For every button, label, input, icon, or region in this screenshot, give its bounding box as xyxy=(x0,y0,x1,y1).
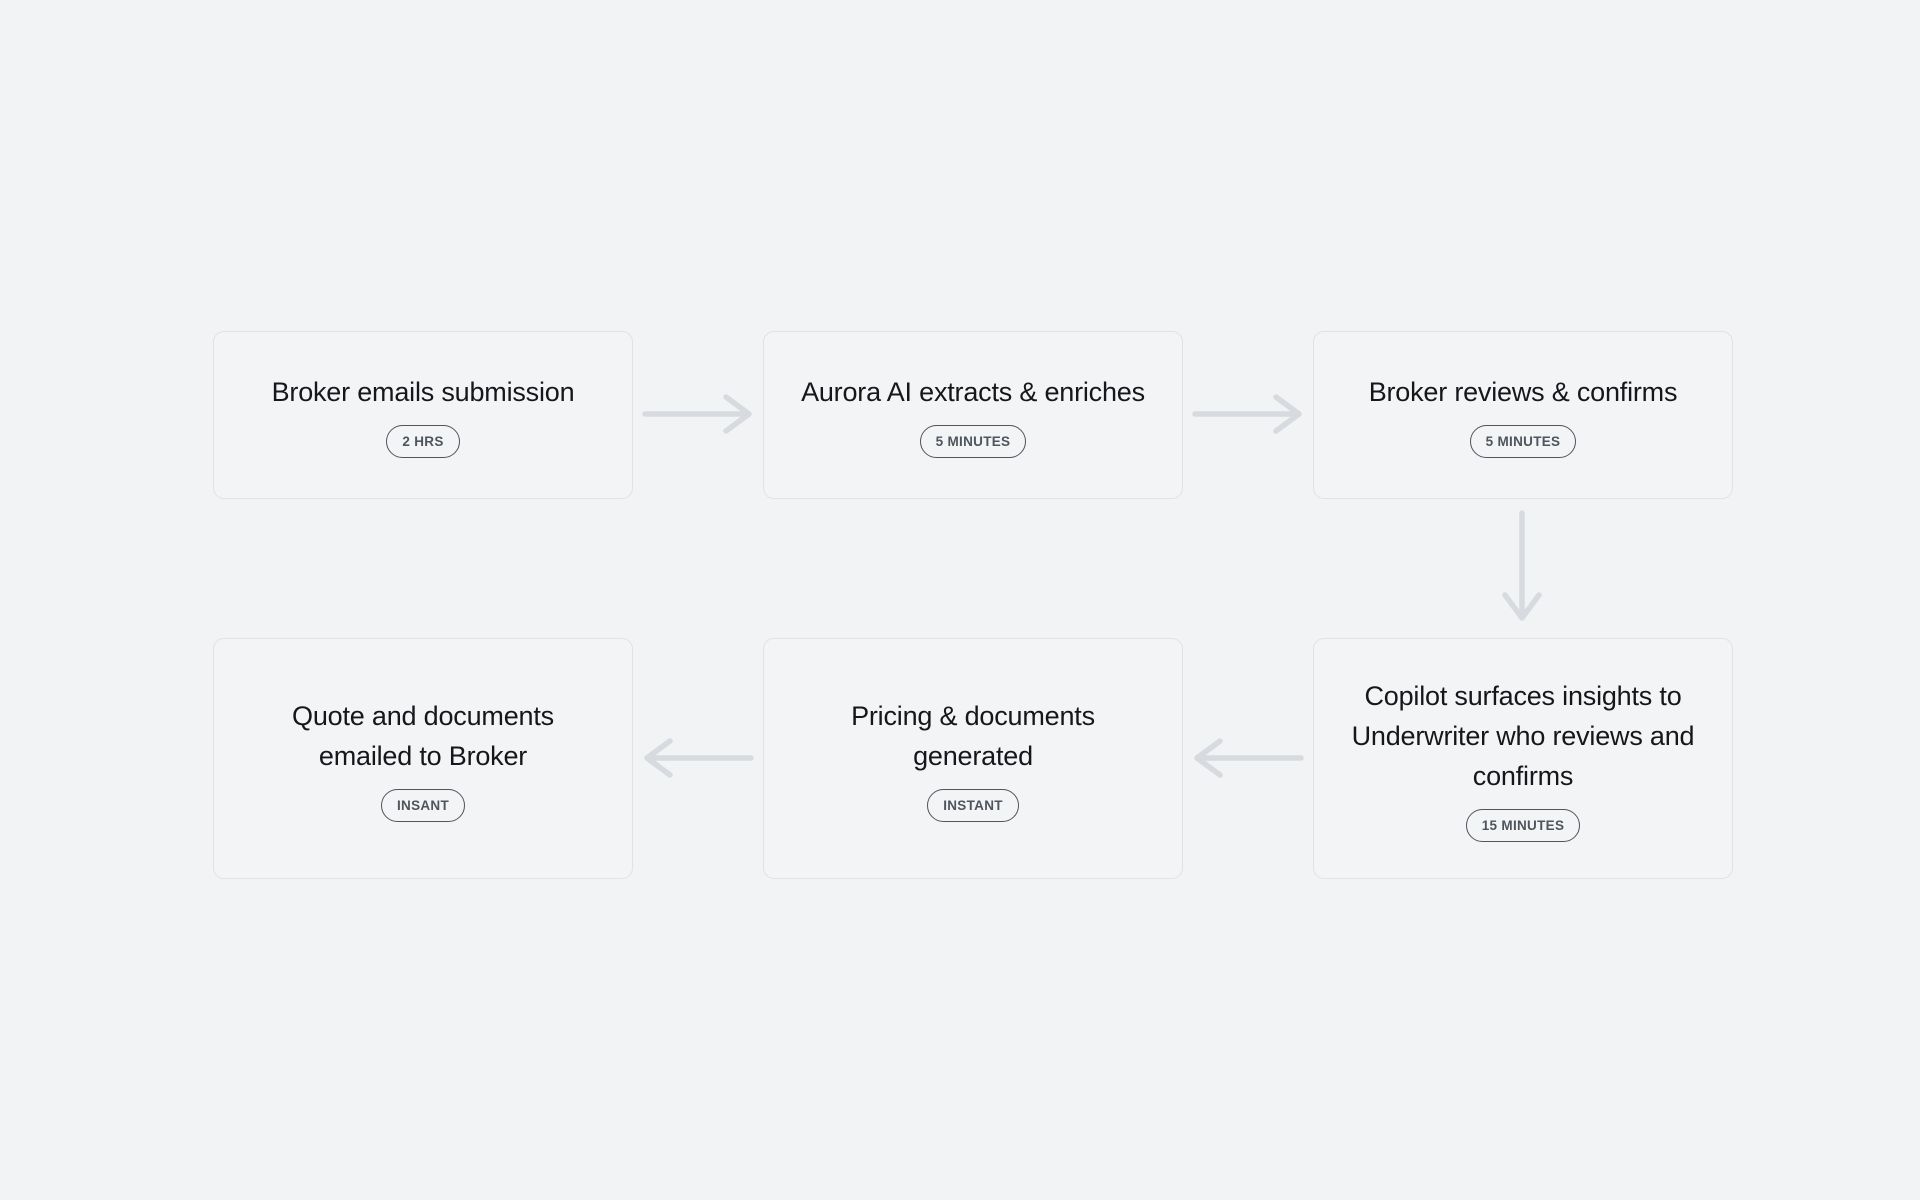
arrow-left-1 xyxy=(1194,738,1304,778)
flow-node-quote-documents-emailed[interactable]: Quote and documents emailed to Broker IN… xyxy=(213,638,633,879)
flow-node-pricing-documents-generated[interactable]: Pricing & documents generated INSTANT xyxy=(763,638,1183,879)
node-label: Broker emails submission xyxy=(271,377,575,407)
arrow-right-1 xyxy=(642,394,752,434)
node-label: Copilot surfaces insights to Underwriter… xyxy=(1351,680,1695,791)
flow-node-broker-emails-submission[interactable]: Broker emails submission 2 HRS xyxy=(213,331,633,499)
arrow-down-1 xyxy=(1502,510,1542,621)
flow-node-copilot-surfaces-insights[interactable]: Copilot surfaces insights to Underwriter… xyxy=(1313,638,1733,879)
node-duration-badge: INSTANT xyxy=(927,788,1019,822)
flow-node-aurora-ai-extracts-enriches[interactable]: Aurora AI extracts & enriches 5 MINUTES xyxy=(763,331,1183,499)
node-duration-badge: INSANT xyxy=(380,788,466,822)
arrow-right-2 xyxy=(1192,394,1302,434)
flow-node-broker-reviews-confirms[interactable]: Broker reviews & confirms 5 MINUTES xyxy=(1313,331,1733,499)
node-label: Pricing & documents generated xyxy=(851,700,1095,771)
node-duration-badge: 5 MINUTES xyxy=(1469,425,1577,458)
node-label: Broker reviews & confirms xyxy=(1368,377,1678,407)
node-label: Quote and documents emailed to Broker xyxy=(292,700,554,771)
node-duration-badge: 5 MINUTES xyxy=(919,425,1027,458)
node-duration-badge: 15 MINUTES xyxy=(1465,808,1581,842)
arrow-left-2 xyxy=(644,738,754,778)
node-label: Aurora AI extracts & enriches xyxy=(801,377,1145,407)
node-duration-badge: 2 HRS xyxy=(386,425,460,458)
